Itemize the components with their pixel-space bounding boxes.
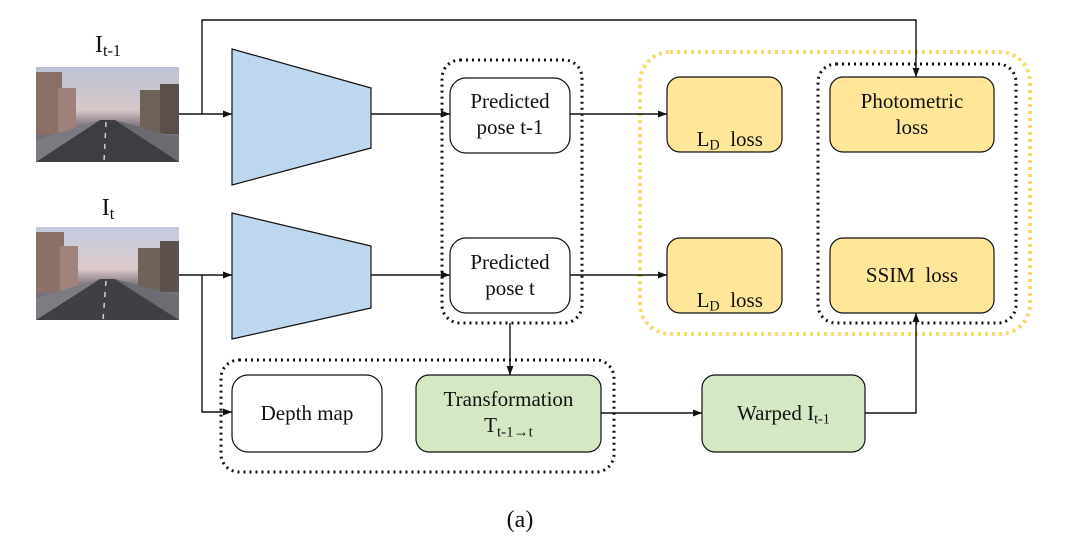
ld-loss-top-text: LD loss (696, 127, 763, 154)
input-image-prev (36, 67, 179, 163)
pose-box-curr-text: Predicted pose t (470, 250, 550, 301)
encoder-bottom (231, 212, 372, 340)
input-label-prev: It-1 (94, 32, 122, 61)
photometric-loss-text: Photometric loss (860, 89, 964, 140)
pose-box-prev-text: Predicted pose t-1 (470, 89, 550, 140)
depth-map-text: Depth map (260, 401, 354, 425)
loss-group-yellow-dotted (638, 50, 1032, 336)
figure-caption: (a) (506, 507, 534, 533)
encoder-top (231, 48, 372, 186)
transformation-text: Transformation Tt-1→t (443, 387, 574, 441)
input-label-curr: It (101, 195, 115, 224)
warped-text: Warped It-1 (737, 401, 830, 428)
ld-loss-bottom-text: LD loss (696, 288, 763, 315)
depth-transform-group-dotted (219, 358, 616, 474)
connectors (179, 19, 920, 417)
pose-box-prev (449, 77, 571, 154)
photometric-loss-box (829, 76, 995, 153)
pose-group-dotted (440, 58, 584, 325)
input-image-curr (36, 227, 179, 321)
ssim-loss-box (829, 237, 995, 314)
ssim-loss-text: SSIM loss (865, 263, 959, 287)
depth-map-box (231, 374, 383, 453)
photometric-ssim-group-dotted (816, 62, 1018, 325)
